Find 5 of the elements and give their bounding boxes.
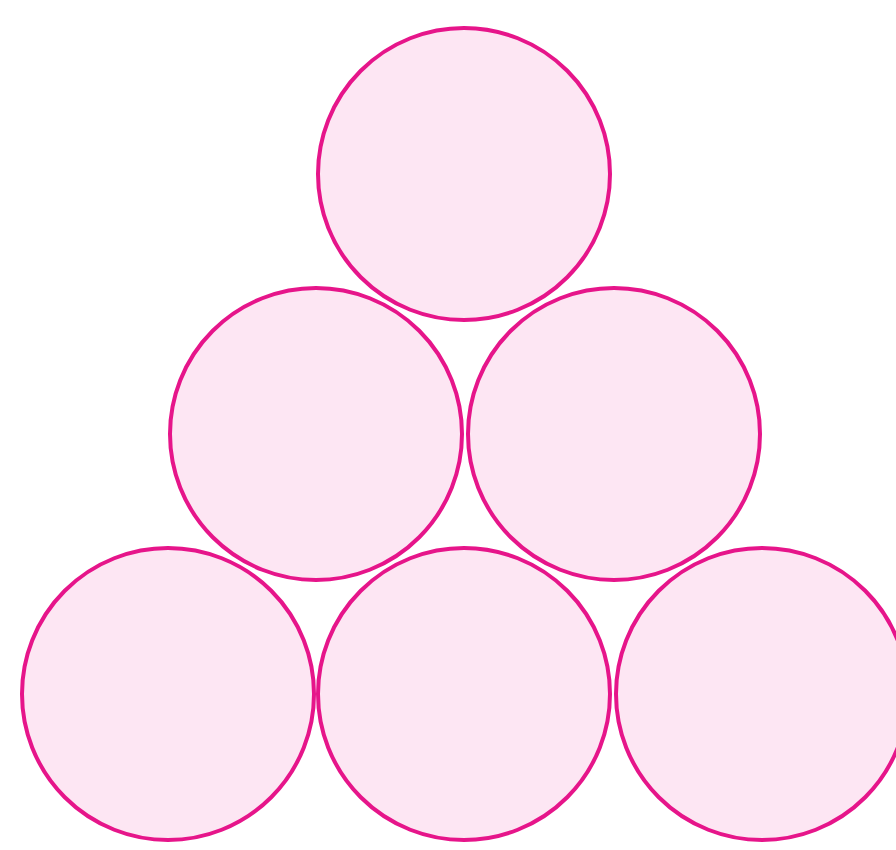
circle bbox=[466, 286, 762, 582]
circle bbox=[20, 546, 316, 842]
circle bbox=[168, 286, 464, 582]
circle bbox=[316, 26, 612, 322]
circle bbox=[316, 546, 612, 842]
